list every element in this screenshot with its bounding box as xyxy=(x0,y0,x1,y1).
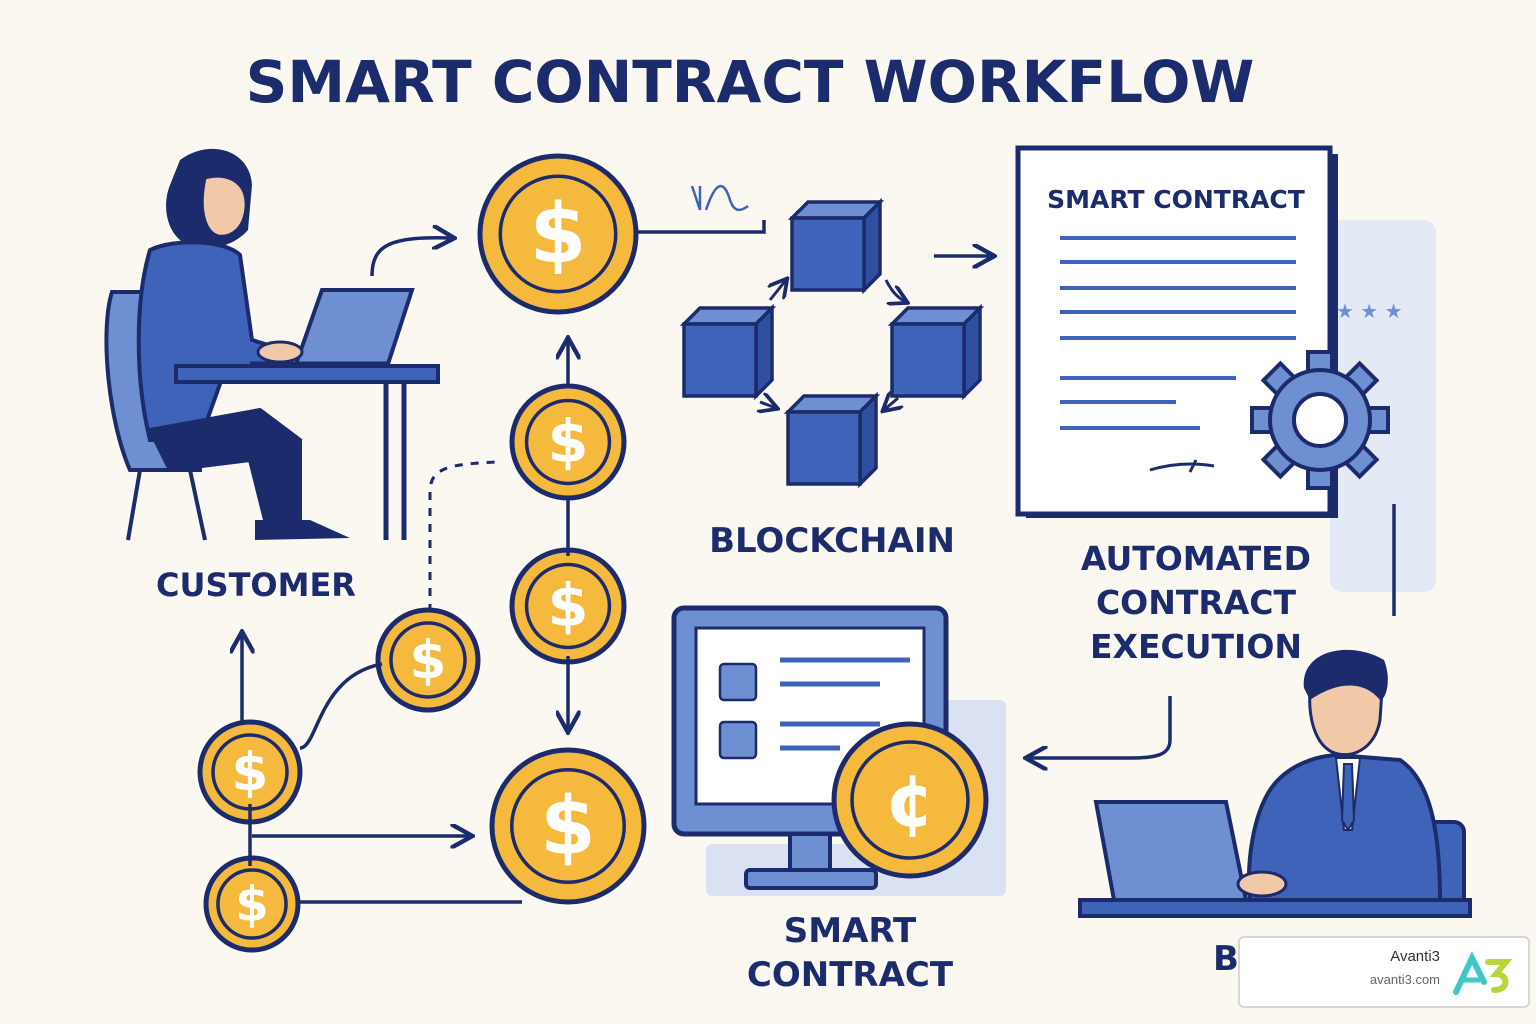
avanti3-logo-icon xyxy=(1453,952,1513,995)
arrow-execution-to-monitor xyxy=(1028,696,1172,758)
dollar-coin: $ xyxy=(375,607,481,713)
business-figure xyxy=(1078,649,1472,918)
dollar-coin: $ xyxy=(509,383,627,501)
connector-lower-coins xyxy=(299,662,383,750)
watermark-badge[interactable]: Avanti3 avanti3.com xyxy=(1238,936,1530,1008)
dollar-symbol: $ xyxy=(547,571,588,640)
connector-coin-to-blockchain xyxy=(636,220,766,234)
smart-contract-label-line1: SMART xyxy=(784,911,917,951)
watermark-url: avanti3.com xyxy=(1369,972,1440,987)
document-heading: SMART CONTRACT xyxy=(1047,185,1305,214)
document-signature xyxy=(1149,459,1215,473)
signature-squiggle xyxy=(690,185,749,212)
dollar-coin: $ xyxy=(477,153,639,315)
dashed-connector xyxy=(428,460,499,612)
automated-label-line3: EXECUTION xyxy=(1090,627,1302,666)
dollar-symbol: $ xyxy=(529,187,586,282)
coin-group: $ $ $ $ $ $ $ xyxy=(197,153,647,953)
cent-symbol: ¢ xyxy=(885,759,935,843)
dollar-symbol: $ xyxy=(410,630,447,691)
dollar-symbol: $ xyxy=(232,742,269,803)
watermark-name: Avanti3 xyxy=(1390,948,1440,965)
cent-coin: ¢ xyxy=(831,721,989,879)
svg-text:★ ★ ★: ★ ★ ★ xyxy=(1336,299,1403,323)
smart-contract-label-line2: CONTRACT xyxy=(747,955,954,995)
dollar-symbol: $ xyxy=(547,407,588,476)
blockchain-block-icon xyxy=(787,197,885,295)
business-label-partial: B xyxy=(1213,939,1239,979)
dollar-coin: $ xyxy=(203,855,301,953)
blockchain-cubes xyxy=(679,197,985,489)
automated-label-line2: CONTRACT xyxy=(1096,583,1297,622)
gear-icon xyxy=(1250,350,1390,490)
blockchain-block-icon xyxy=(887,303,985,401)
dollar-symbol: $ xyxy=(235,877,268,933)
customer-label: CUSTOMER xyxy=(156,566,356,604)
dollar-coin: $ xyxy=(509,547,627,665)
dollar-symbol: $ xyxy=(540,779,596,872)
blockchain-block-icon xyxy=(783,391,881,489)
diagram-title: SMART CONTRACT WORKFLOW xyxy=(246,48,1255,116)
document-text-lines xyxy=(1060,236,1296,430)
customer-figure xyxy=(104,148,440,541)
dollar-coin: $ xyxy=(489,747,647,905)
blockchain-block-icon xyxy=(679,303,777,401)
blockchain-label: BLOCKCHAIN xyxy=(709,521,955,561)
arrow-customer-to-coin xyxy=(370,238,452,277)
automated-label-line1: AUTOMATED xyxy=(1081,539,1311,578)
